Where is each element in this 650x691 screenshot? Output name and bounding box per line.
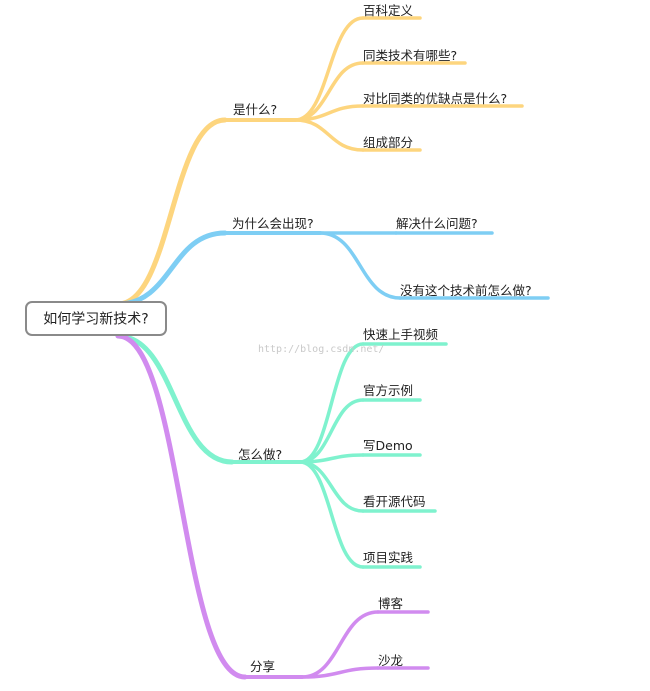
leaf-connector-line (300, 610, 380, 679)
leaf-official-examples[interactable]: 官方示例 (363, 383, 413, 398)
node-underlines (223, 16, 550, 679)
leaf-write-demo[interactable]: 写Demo (363, 438, 413, 453)
branch-trunk-line (115, 333, 235, 465)
leaf-connector-line (300, 666, 380, 679)
leaf-similar-technologies[interactable]: 同类技术有哪些? (363, 48, 457, 63)
leaf-quickstart-video[interactable]: 快速上手视频 (363, 327, 439, 342)
leaf-encyclopedia-definition[interactable]: 百科定义 (363, 3, 414, 18)
leaf-components[interactable]: 组成部分 (363, 135, 413, 150)
leaf-before-technology[interactable]: 没有这个技术前怎么做? (400, 283, 532, 298)
watermark: http://blog.csdn.net/ (258, 344, 384, 355)
leaf-connector-line (293, 16, 365, 122)
leaf-blog[interactable]: 博客 (378, 596, 404, 611)
branch-what-label[interactable]: 是什么? (233, 102, 277, 117)
leaf-connector-line (318, 231, 402, 300)
leaf-salon[interactable]: 沙龙 (378, 653, 403, 668)
leaf-connector-line (298, 460, 365, 513)
leaf-connector-line (298, 398, 365, 464)
branch-trunk-line (115, 230, 228, 307)
root-node-label: 如何学习新技术? (43, 312, 148, 328)
leaf-connector-line (293, 104, 365, 122)
branch-why-label[interactable]: 为什么会出现? (232, 216, 314, 231)
leaf-connector-line (298, 342, 365, 464)
root-node-box (25, 301, 167, 336)
branch-trunk-line (115, 333, 248, 680)
branch-share-label[interactable]: 分享 (250, 659, 275, 674)
leaf-read-source[interactable]: 看开源代码 (363, 494, 426, 509)
leaf-problem-solved[interactable]: 解决什么问题? (396, 216, 478, 231)
leaf-connector-line (293, 118, 365, 152)
branch-trunk-line (115, 117, 228, 307)
root-node[interactable]: 如何学习新技术? (25, 301, 167, 336)
branch-how-label[interactable]: 怎么做? (238, 447, 282, 462)
leaf-connector-line (298, 460, 365, 569)
leaf-pros-cons[interactable]: 对比同类的优缺点是什么? (363, 91, 507, 106)
leaf-project-practice[interactable]: 项目实践 (363, 550, 414, 565)
